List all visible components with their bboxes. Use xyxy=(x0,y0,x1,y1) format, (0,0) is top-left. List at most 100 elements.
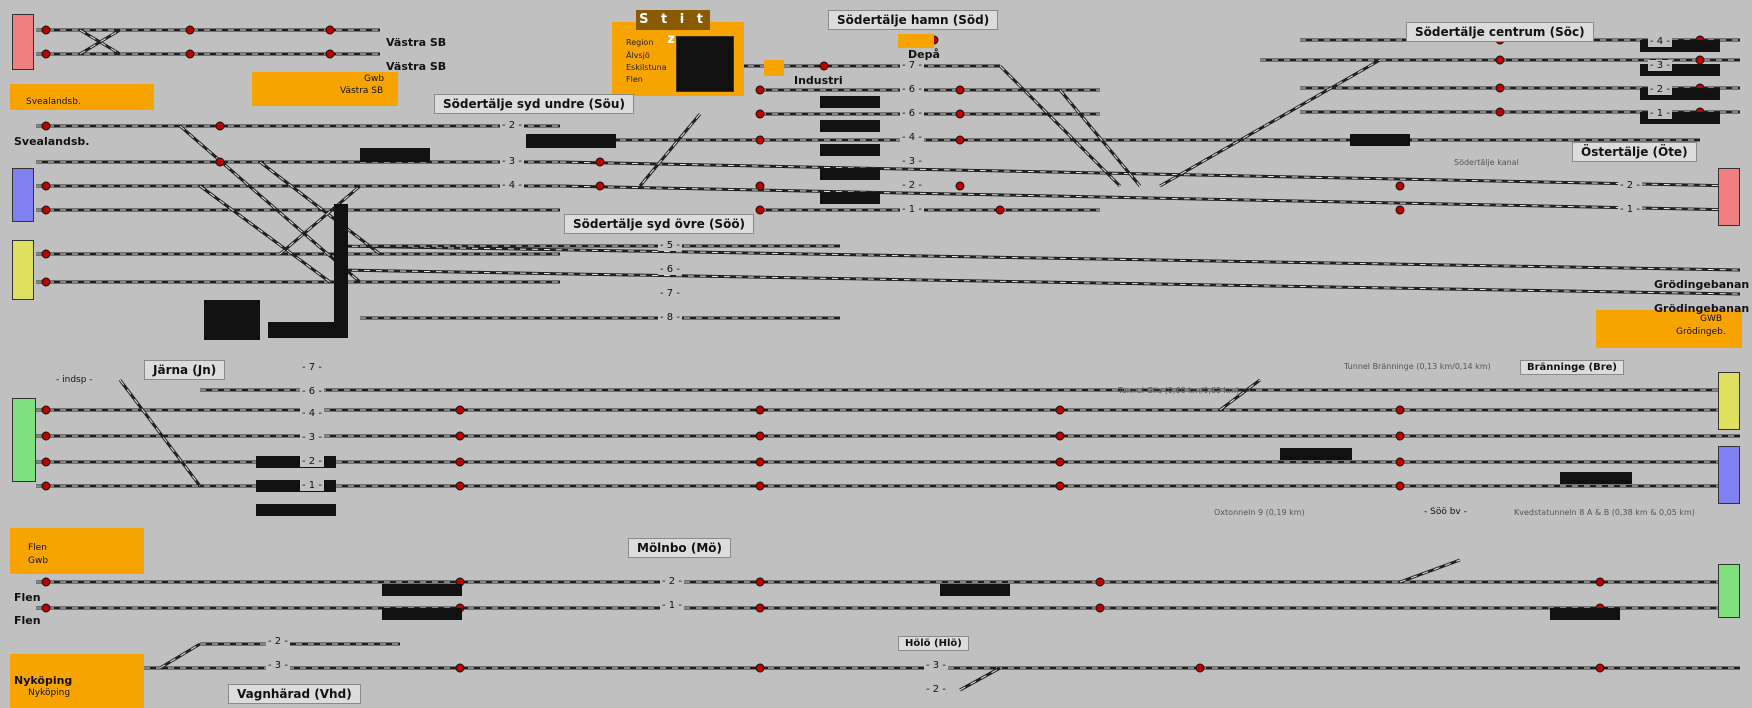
crossover-vastra-b-highlight xyxy=(79,29,121,55)
end-marker-blue-left xyxy=(12,168,34,222)
occupancy-display-8 xyxy=(820,192,880,204)
signal-19[interactable] xyxy=(755,205,765,215)
signal-53[interactable] xyxy=(1395,457,1405,467)
signal-22[interactable] xyxy=(955,135,965,145)
signal-40[interactable] xyxy=(455,431,465,441)
track-number-soo-6: - 6 - xyxy=(658,264,682,275)
occupancy-display-19 xyxy=(1280,448,1352,460)
signal-43[interactable] xyxy=(755,405,765,415)
signal-8[interactable] xyxy=(41,205,51,215)
occupancy-display-17 xyxy=(256,480,336,492)
end-marker-red-top-left xyxy=(12,14,34,70)
signal-67[interactable] xyxy=(755,663,765,673)
signal-62[interactable] xyxy=(1095,603,1105,613)
signal-29[interactable] xyxy=(1495,83,1505,93)
diag-sod-c-highlight xyxy=(1059,89,1141,187)
signal-26[interactable] xyxy=(1395,205,1405,215)
signal-54[interactable] xyxy=(1395,481,1405,491)
track-number-hamn-6b: - 6 - xyxy=(900,108,924,119)
signal-1[interactable] xyxy=(41,49,51,59)
signal-4[interactable] xyxy=(325,25,335,35)
note-tunnel-branninge: Tunnel Bränninge (0,13 km/0,14 km) xyxy=(1344,362,1491,371)
signal-44[interactable] xyxy=(755,431,765,441)
station-label-hlo: Hölö (Hlö) xyxy=(898,636,969,651)
signal-48[interactable] xyxy=(1055,431,1065,441)
station-label-vhd: Vagnhärad (Vhd) xyxy=(228,684,361,704)
station-label-jn: Järna (Jn) xyxy=(144,360,226,380)
signal-28[interactable] xyxy=(1495,55,1505,65)
label-vastra-sb-2: Västra SB xyxy=(386,60,447,73)
signal-49[interactable] xyxy=(1055,457,1065,467)
signal-45[interactable] xyxy=(755,457,765,467)
signal-41[interactable] xyxy=(455,457,465,467)
signal-12[interactable] xyxy=(215,157,225,167)
signal-63[interactable] xyxy=(1595,577,1605,587)
signal-59[interactable] xyxy=(755,577,765,587)
signal-24[interactable] xyxy=(995,205,1005,215)
signal-68[interactable] xyxy=(1195,663,1205,673)
signal-61[interactable] xyxy=(1095,577,1105,587)
diag-jn-b-highlight xyxy=(1219,379,1261,411)
signal-42[interactable] xyxy=(455,481,465,491)
signal-35[interactable] xyxy=(41,405,51,415)
track-number-hamn-7: - 7 - xyxy=(900,60,924,71)
signal-2[interactable] xyxy=(185,25,195,35)
flen-box xyxy=(10,528,144,574)
signal-50[interactable] xyxy=(1055,481,1065,491)
label-grodingebanan-1: Grödingebanan xyxy=(1654,278,1750,291)
signal-13[interactable] xyxy=(595,157,605,167)
signal-66[interactable] xyxy=(455,663,465,673)
signal-3[interactable] xyxy=(185,49,195,59)
track-number-ote-1: - 1 - xyxy=(1618,204,1642,215)
signal-51[interactable] xyxy=(1395,405,1405,415)
track-number-hlo-2: - 2 - xyxy=(924,684,948,695)
signal-69[interactable] xyxy=(1595,663,1605,673)
signal-56[interactable] xyxy=(41,603,51,613)
signal-60[interactable] xyxy=(755,603,765,613)
structure-base xyxy=(268,322,344,338)
station-label-sou: Södertälje syd undre (Söu) xyxy=(434,94,634,114)
signal-21[interactable] xyxy=(955,109,965,119)
signal-20[interactable] xyxy=(955,85,965,95)
label-depa: Depå xyxy=(908,48,940,61)
diag-mo-a-highlight xyxy=(1399,559,1461,583)
signal-9[interactable] xyxy=(41,249,51,259)
note-oxtonneln: Oxtonneln 9 (0,19 km) xyxy=(1214,508,1305,517)
track-number-jn-4: - 4 - xyxy=(300,408,324,419)
occupancy-display-16 xyxy=(256,456,336,468)
signal-32[interactable] xyxy=(1695,55,1705,65)
track-number-hamn-2: - 2 - xyxy=(900,180,924,191)
signal-72[interactable] xyxy=(819,61,829,71)
signal-11[interactable] xyxy=(215,121,225,131)
svealandsb-box xyxy=(10,84,154,110)
signal-38[interactable] xyxy=(41,481,51,491)
signal-15[interactable] xyxy=(755,85,765,95)
signal-55[interactable] xyxy=(41,577,51,587)
signal-36[interactable] xyxy=(41,431,51,441)
label-nykoping-small: Nyköping xyxy=(28,688,71,698)
signal-14[interactable] xyxy=(595,181,605,191)
signal-47[interactable] xyxy=(1055,405,1065,415)
end-marker-blue-right xyxy=(1718,446,1740,504)
signal-52[interactable] xyxy=(1395,431,1405,441)
signal-16[interactable] xyxy=(755,109,765,119)
station-label-sod-hamn: Södertälje hamn (Söd) xyxy=(828,10,999,30)
signal-39[interactable] xyxy=(455,405,465,415)
occupancy-display-9 xyxy=(1350,134,1410,146)
signal-18[interactable] xyxy=(755,181,765,191)
signal-7[interactable] xyxy=(41,181,51,191)
diag-sou-d-highlight xyxy=(279,185,361,255)
signal-30[interactable] xyxy=(1495,107,1505,117)
signal-46[interactable] xyxy=(755,481,765,491)
signal-5[interactable] xyxy=(325,49,335,59)
signal-23[interactable] xyxy=(955,181,965,191)
signal-10[interactable] xyxy=(41,277,51,287)
diag-jn-a-highlight xyxy=(119,379,201,487)
diag-soc-a xyxy=(1159,58,1381,188)
signal-25[interactable] xyxy=(1395,181,1405,191)
signal-0[interactable] xyxy=(41,25,51,35)
signal-6[interactable] xyxy=(41,121,51,131)
signal-17[interactable] xyxy=(755,135,765,145)
track-number-hamn-6a: - 6 - xyxy=(900,84,924,95)
signal-37[interactable] xyxy=(41,457,51,467)
